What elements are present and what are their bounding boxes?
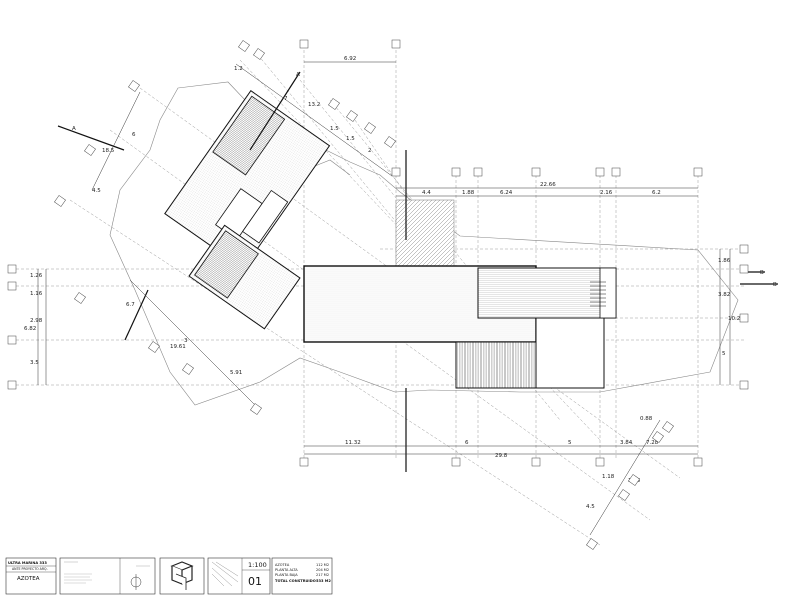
area-label: PLANTA ALTA xyxy=(275,568,298,572)
total-value: 533 M2 xyxy=(316,579,331,583)
scale-label: 1:100 xyxy=(248,561,267,569)
logo-icon xyxy=(170,561,194,590)
sheet-name: AZOTEA xyxy=(17,576,40,582)
dimension-label: 4.4 xyxy=(422,190,431,196)
dimension-label: 3.5 xyxy=(30,360,39,366)
dimension-label: 2.98 xyxy=(30,318,43,324)
dimension-label: 29.8 xyxy=(495,453,508,459)
dimension-label: 3 xyxy=(184,338,188,344)
dimension-lines xyxy=(37,61,731,536)
dimension-label: 1.5 xyxy=(330,126,339,132)
dimension-label: 19.61 xyxy=(170,344,186,350)
section-mark-label: B xyxy=(760,270,764,276)
dimension-label: 3.82 xyxy=(718,292,730,298)
dimension-label: 6.92 xyxy=(344,56,356,62)
dimension-label: 5 xyxy=(722,351,726,357)
grid-bubbles xyxy=(7,39,749,550)
dimension-label: 1.18 xyxy=(602,474,615,480)
dimension-label: 2.16 xyxy=(600,190,613,196)
dimension-label: 6 xyxy=(132,132,136,138)
dimension-label: 6 xyxy=(465,440,469,446)
dimension-label: 6.82 xyxy=(24,326,36,332)
dimension-label: 5 xyxy=(568,440,572,446)
dimension-label: 6.24 xyxy=(500,190,513,196)
dimension-label: 7.28 xyxy=(646,440,659,446)
area-label: AZOTEA xyxy=(275,563,290,567)
area-value: 217 M2 xyxy=(316,573,329,577)
section-cuts xyxy=(57,71,778,472)
dimension-label: 22.66 xyxy=(540,182,556,188)
dimension-label: 6.2 xyxy=(652,190,661,196)
dimension-label: 0.88 xyxy=(640,416,653,422)
section-mark-labels: A A B B xyxy=(72,72,777,288)
section-mark-label: A xyxy=(296,72,300,78)
dimension-label: 1.86 xyxy=(718,258,731,264)
project-name: ULTRA MARINA 333 xyxy=(8,561,47,565)
dimension-label: 10.2 xyxy=(728,316,740,322)
main-building xyxy=(303,199,617,389)
dimension-label: 6.7 xyxy=(126,302,135,308)
area-value: 112 M2 xyxy=(316,563,329,567)
dimension-label: 3.84 xyxy=(620,440,633,446)
dimension-label: 11.32 xyxy=(345,440,361,446)
dimension-label: 1.16 xyxy=(30,291,43,297)
title-block: ULTRA MARINA 333 ANTE PROYECTO ARQ. AZOT… xyxy=(5,557,333,595)
section-mark-label: B xyxy=(773,282,777,288)
dimension-labels: 6.92 22.66 4.4 1.88 6.24 2.16 6.2 11.32 … xyxy=(24,56,740,510)
dimension-label: 18.5 xyxy=(102,148,115,154)
dimension-label: 4.5 xyxy=(586,504,595,510)
sheet-number: 01 xyxy=(248,575,262,588)
dimension-label: 5.91 xyxy=(230,370,242,376)
dimension-label: 13.2 xyxy=(308,102,320,108)
rotated-wing-lower xyxy=(188,224,301,330)
dimension-label: 1.88 xyxy=(462,190,475,196)
dimension-label: 4.5 xyxy=(92,188,101,194)
dimension-label: 1.5 xyxy=(346,136,355,142)
total-label: TOTAL CONSTRUIDO xyxy=(275,579,316,583)
project-subtitle: ANTE PROYECTO ARQ. xyxy=(12,567,48,571)
area-value: 204 M2 xyxy=(316,568,329,572)
dimension-label: 1.26 xyxy=(30,273,43,279)
section-mark-label: A xyxy=(72,126,76,132)
dimension-label: 2 xyxy=(368,148,372,154)
area-label: PLANTA BAJA xyxy=(275,573,298,577)
dimension-label: 7 xyxy=(284,96,288,102)
dimension-label: 1.2 xyxy=(234,66,243,72)
